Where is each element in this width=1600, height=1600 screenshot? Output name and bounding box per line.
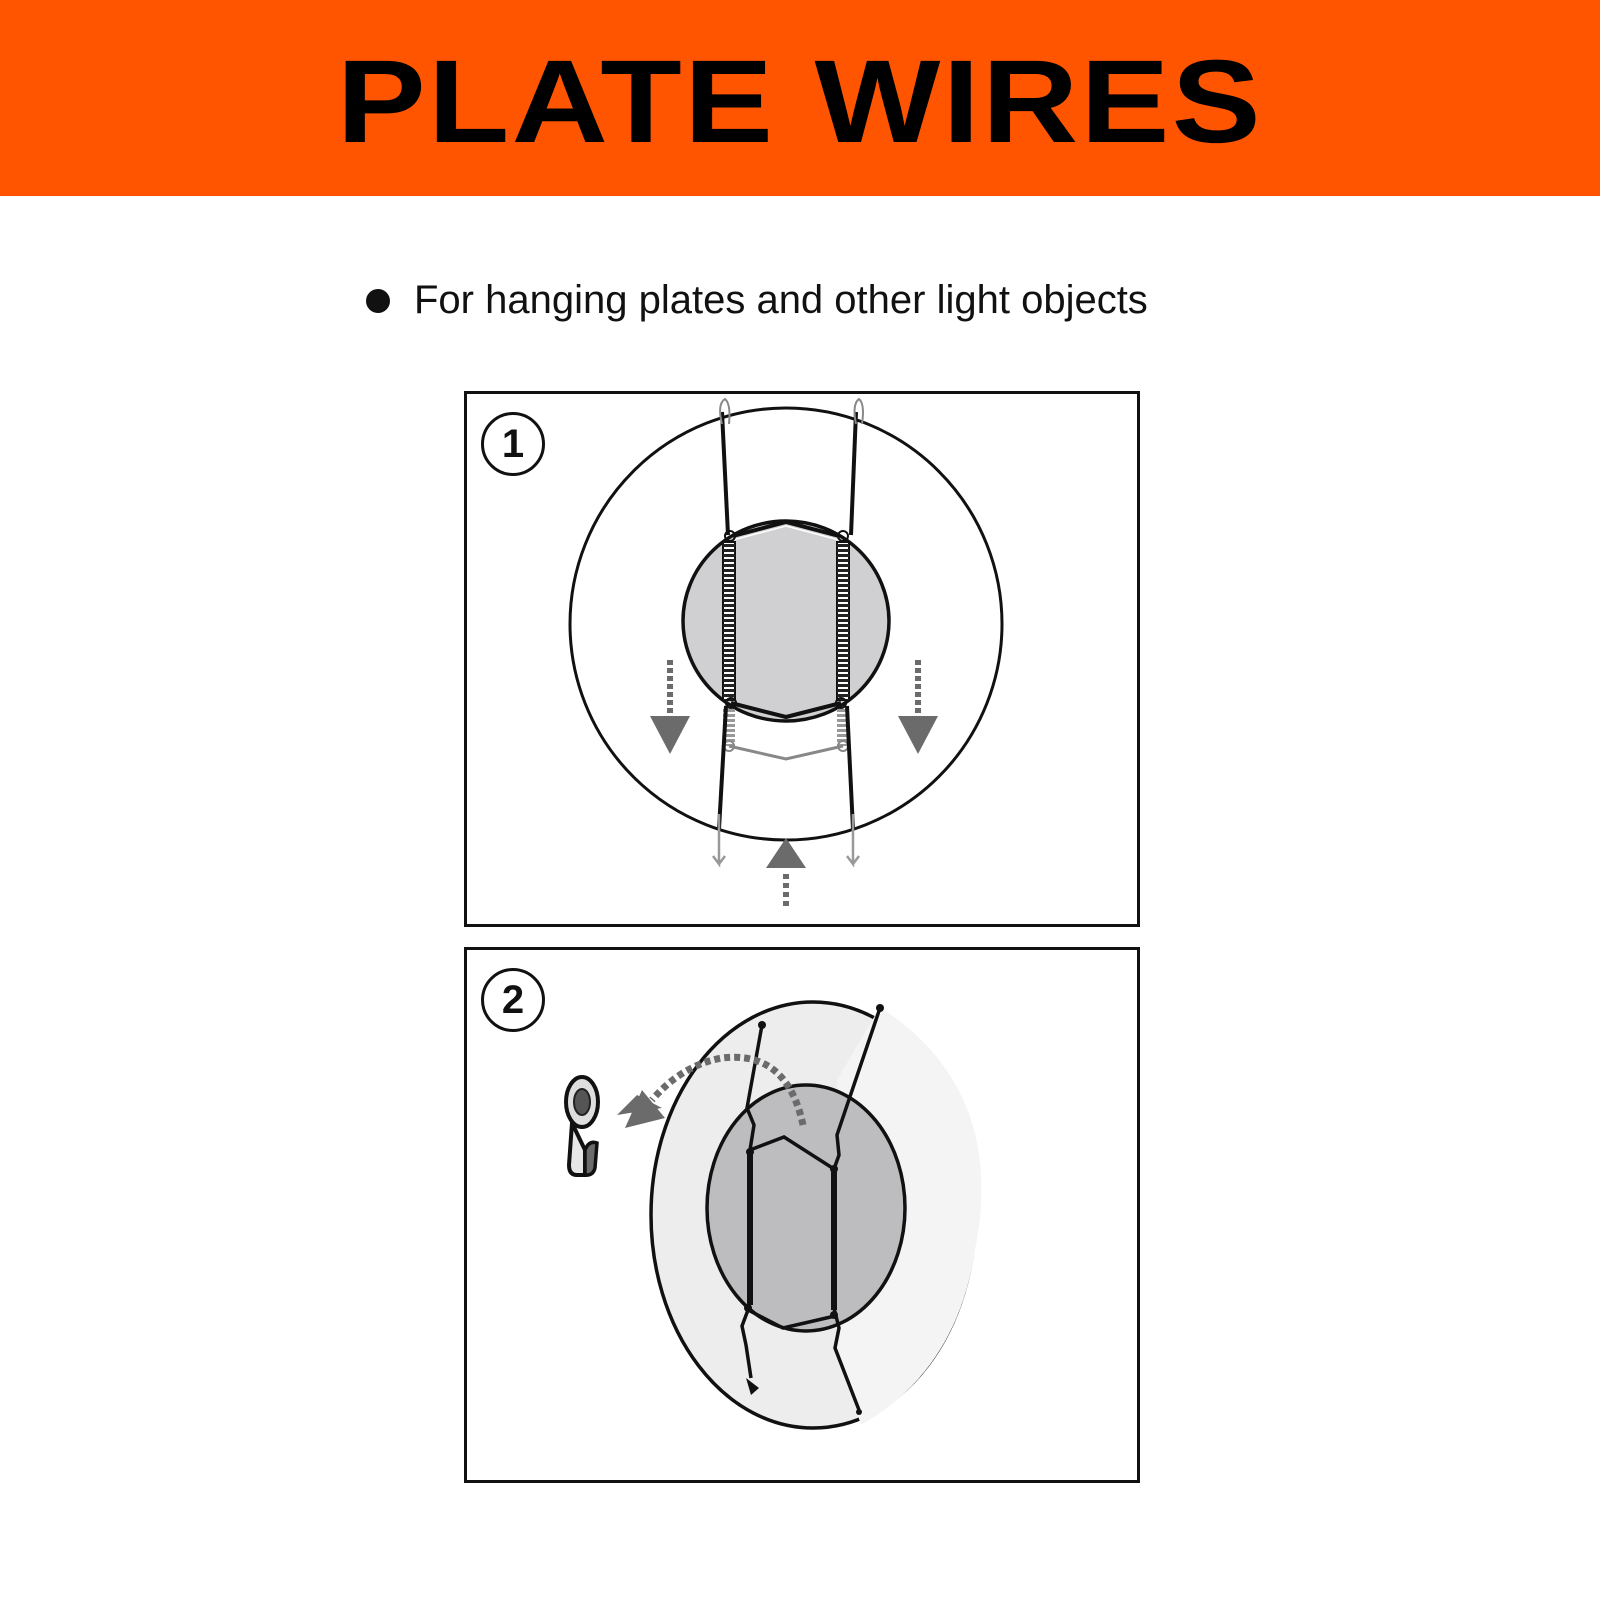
- bottom-wires: [717, 705, 855, 830]
- bottom-chevron-wire: [730, 701, 842, 720]
- wall-hook-icon: [564, 1075, 600, 1177]
- page-title: PLATE WIRES: [336, 36, 1264, 168]
- plate-center: [681, 519, 891, 723]
- step-1-illustration: [568, 397, 1004, 906]
- bottom-hooks-icon: [712, 814, 860, 868]
- ghost-chevron-wire: [728, 744, 844, 761]
- bullet-dot-icon: [366, 288, 390, 313]
- step-1-panel: 1: [464, 391, 1140, 927]
- step-2-panel: 2: [464, 947, 1140, 1483]
- top-hooks-icon: [719, 397, 864, 425]
- arrow-up-center-icon: [766, 838, 806, 906]
- arrow-down-right-icon: [898, 660, 938, 754]
- right-spring-icon: [836, 541, 850, 701]
- step-2-badge: 2: [481, 968, 545, 1032]
- hanging-wires: [740, 1007, 882, 1411]
- step-2-illustration: [564, 1000, 982, 1430]
- header-banner: PLATE WIRES: [0, 0, 1600, 196]
- feature-bullet: For hanging plates and other light objec…: [366, 278, 1148, 323]
- arrow-down-left-icon: [650, 660, 690, 754]
- curved-arrow-icon: [649, 1053, 807, 1126]
- springs-icon: [747, 1155, 837, 1310]
- plate-center: [705, 1083, 907, 1333]
- step-1-badge: 1: [481, 412, 545, 476]
- left-spring-icon: [722, 541, 736, 701]
- top-wires: [720, 411, 858, 536]
- feature-text: For hanging plates and other light objec…: [414, 278, 1148, 322]
- top-chevron-wire: [732, 519, 840, 538]
